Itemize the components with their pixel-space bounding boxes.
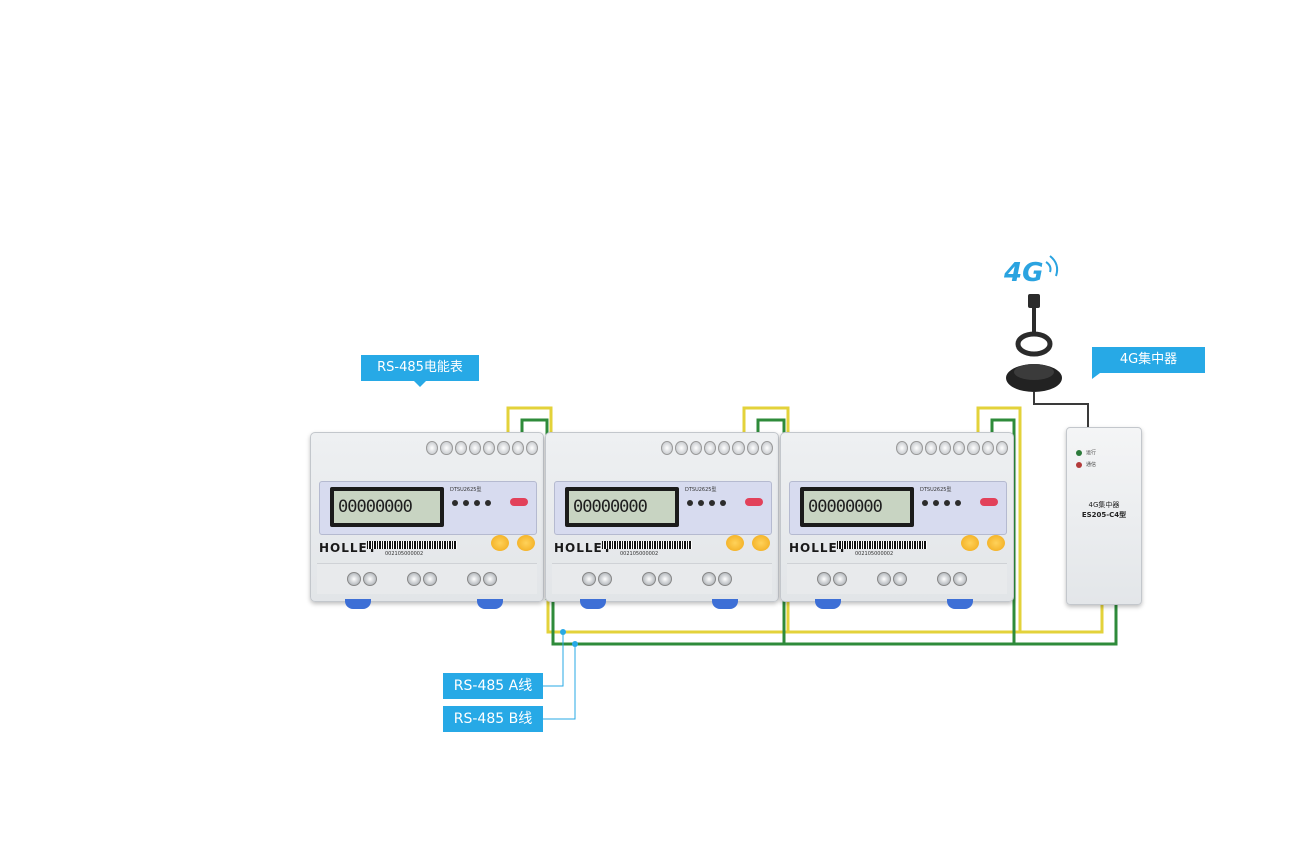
ir-button (745, 498, 763, 506)
meter-brand: HOLLEY (789, 541, 848, 555)
meter-serial: 002105000002 (855, 551, 894, 557)
barcode (367, 541, 457, 549)
status-leds (687, 500, 726, 506)
terminal-block (661, 441, 773, 463)
din-clip (712, 599, 738, 609)
meter-serial: 002105000002 (620, 551, 659, 557)
meter-group-callout: RS-485电能表 (361, 355, 479, 387)
meter-terminals (552, 563, 772, 594)
meter-panel: 00000000 DTSU2625型 (789, 481, 1007, 535)
din-clip (345, 599, 371, 609)
meter-panel: 00000000 DTSU2625型 (554, 481, 772, 535)
concentrator-device: 运行 通信 4G集中器 ES205-C4型 (1066, 427, 1142, 605)
status-leds (922, 500, 961, 506)
ir-button (980, 498, 998, 506)
barcode (837, 541, 927, 549)
lcd-reading: 00000000 (569, 491, 675, 523)
signal-icon (1045, 255, 1059, 277)
wire-b-dot (572, 641, 578, 647)
meter-terminals (787, 563, 1007, 594)
left-key-button (961, 535, 979, 551)
network-label: 4G (1004, 258, 1044, 288)
din-clip (477, 599, 503, 609)
meter-model: DTSU2625型 (920, 487, 952, 493)
din-clip (815, 599, 841, 609)
meter-serial: 002105000002 (385, 551, 424, 557)
comm-led-label: 通信 (1086, 462, 1097, 468)
left-key-button (726, 535, 744, 551)
barcode (602, 541, 692, 549)
wire-a-dot (560, 629, 566, 635)
status-leds (452, 500, 491, 506)
din-clip (947, 599, 973, 609)
energy-meter-1: 00000000 DTSU2625型 HOLLEY 002105000002 (310, 432, 544, 609)
terminal-block (426, 441, 538, 463)
energy-meter-3: 00000000 DTSU2625型 HOLLEY 002105000002 (780, 432, 1014, 609)
meter-brand: HOLLEY (319, 541, 378, 555)
right-key-button (987, 535, 1005, 551)
wire-a-callout: RS-485 A线 (443, 673, 543, 699)
run-led-label: 运行 (1086, 450, 1097, 456)
left-key-button (491, 535, 509, 551)
antenna-cable (1033, 392, 1089, 432)
antenna-icon (1006, 294, 1062, 392)
ir-button (510, 498, 528, 506)
lcd-display: 00000000 (800, 487, 914, 527)
concentrator-name: 4G集中器 (1088, 501, 1120, 509)
wire-b-leader (542, 644, 576, 720)
run-led (1076, 450, 1082, 456)
meter-brand: HOLLEY (554, 541, 613, 555)
energy-meter-2: 00000000 DTSU2625型 HOLLEY 002105000002 (545, 432, 779, 609)
right-key-button (752, 535, 770, 551)
meter-panel: 00000000 DTSU2625型 (319, 481, 537, 535)
lcd-reading: 00000000 (334, 491, 440, 523)
lcd-reading: 00000000 (804, 491, 910, 523)
din-clip (580, 599, 606, 609)
meter-model: DTSU2625型 (450, 487, 482, 493)
meter3-a-loop (976, 406, 1022, 632)
meter-terminals (317, 563, 537, 594)
comm-led (1076, 462, 1082, 468)
concentrator-callout: 4G集中器 (1092, 347, 1205, 379)
lcd-display: 00000000 (330, 487, 444, 527)
wire-a-leader (542, 632, 564, 687)
concentrator-model: ES205-C4型 (1081, 511, 1127, 519)
meter-model: DTSU2625型 (685, 487, 717, 493)
wire-b-callout: RS-485 B线 (443, 706, 543, 732)
lcd-display: 00000000 (565, 487, 679, 527)
terminal-block (896, 441, 1008, 463)
right-key-button (517, 535, 535, 551)
